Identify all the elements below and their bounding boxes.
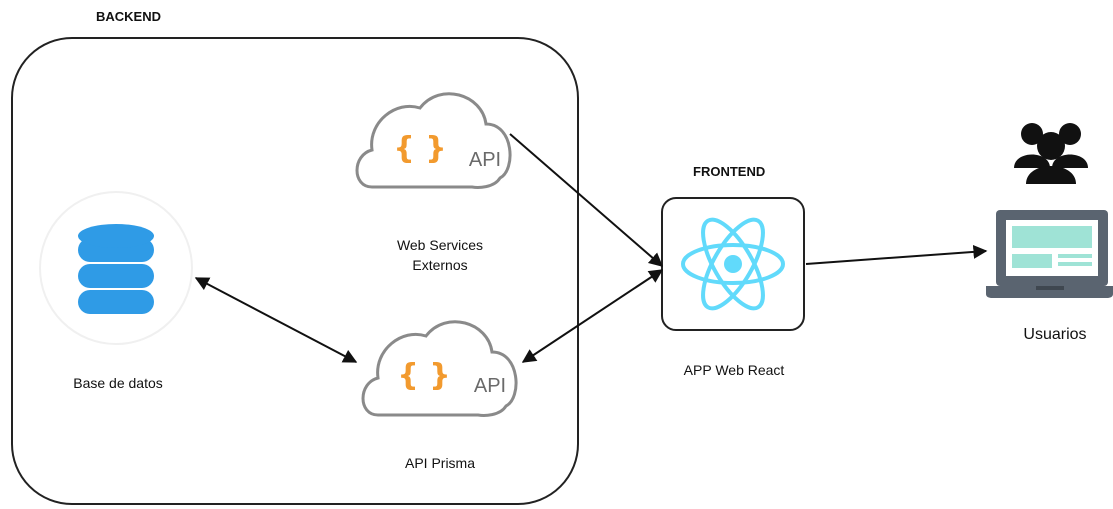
arrow-webservices-to-react — [509, 133, 664, 267]
database-icon — [78, 224, 154, 314]
web-services-braces: { } — [393, 131, 446, 166]
frontend-title: FRONTEND — [693, 164, 766, 179]
react-app-node — [661, 197, 805, 331]
arrow-react-prisma — [521, 269, 664, 363]
laptop-icon — [986, 210, 1113, 298]
arrow-database-prisma — [194, 277, 358, 363]
api-prisma-braces: { } — [397, 358, 450, 393]
web-services-cloud-icon — [355, 92, 512, 189]
web-services-api-badge: API — [469, 149, 501, 171]
api-prisma-cloud-icon — [361, 320, 518, 417]
react-app-label: APP Web React — [683, 362, 785, 378]
api-prisma-api-badge: API — [474, 375, 506, 397]
react-logo-icon — [681, 217, 785, 311]
users-label: Usuarios — [1023, 326, 1087, 343]
api-prisma-label: API Prisma — [404, 455, 475, 471]
database-node — [39, 191, 193, 345]
database-label: Base de datos — [73, 375, 163, 391]
users-icon — [1014, 123, 1088, 184]
backend-title: BACKEND — [96, 9, 161, 24]
arrow-react-to-users — [805, 244, 988, 265]
web-services-label: Web Services Externos — [396, 237, 484, 273]
